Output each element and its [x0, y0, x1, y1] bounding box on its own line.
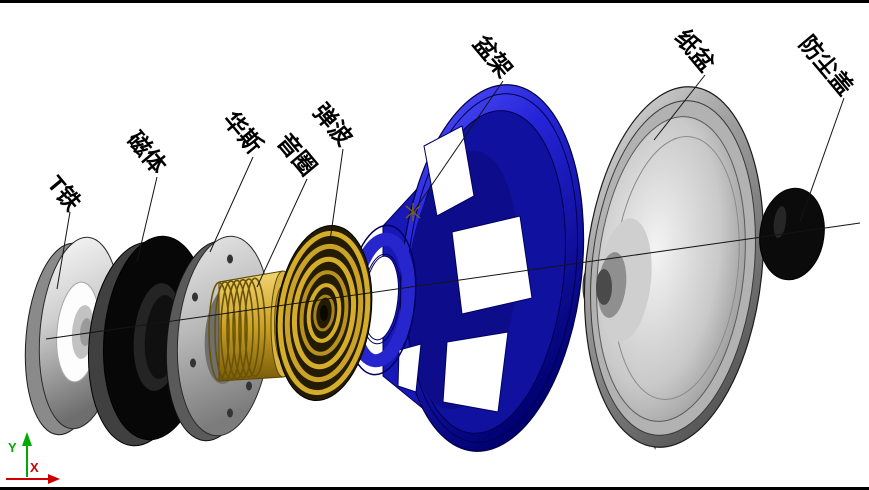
label-paper-cone: 纸盆	[670, 25, 720, 78]
basket-window	[397, 343, 422, 393]
spider-center-hole	[320, 305, 328, 321]
dust-cap-dome	[759, 187, 825, 281]
label-voice-coil: 音圈	[272, 129, 321, 181]
leader-t-iron	[56, 211, 71, 290]
coil-rib	[214, 280, 236, 381]
label-washer: 华斯	[218, 107, 267, 159]
paper-cone-part	[582, 86, 765, 450]
point-marker-line	[405, 205, 421, 219]
top-frame-border	[0, 0, 869, 3]
label-t-iron: T铁	[42, 171, 86, 216]
ucs-icon: Y X	[6, 432, 60, 484]
x-axis-arrow	[48, 474, 60, 484]
coil-rib	[244, 277, 266, 378]
bolt-hole	[227, 408, 233, 418]
leader-washer	[209, 156, 254, 253]
label-dust-cap: 防尘盖	[794, 31, 858, 101]
dust-cap-highlight	[773, 206, 787, 238]
bottom-frame-border	[0, 487, 869, 490]
basket-window	[451, 215, 533, 315]
y-axis-arrow	[22, 432, 32, 446]
spider-ring	[299, 270, 349, 356]
bolt-hole	[246, 381, 252, 391]
bolt-hole	[227, 254, 233, 264]
leader-basket	[413, 80, 504, 212]
label-magnet: 磁体	[122, 127, 172, 180]
leader-spider	[329, 148, 344, 242]
leader-paper-cone	[653, 74, 706, 141]
cone-throat-hole	[596, 269, 612, 305]
x-axis-label: X	[30, 460, 39, 475]
label-spider: 弹波	[308, 99, 358, 152]
coil-rib	[220, 280, 242, 380]
spider-part	[275, 224, 373, 402]
label-basket: 盆架	[468, 31, 517, 83]
basket-part	[345, 84, 585, 452]
center-axis-line	[45, 222, 861, 340]
spider-ring	[313, 294, 335, 332]
leader-magnet	[136, 176, 158, 263]
leader-voice-coil	[256, 178, 308, 288]
point-marker	[405, 203, 421, 221]
bolt-hole	[192, 292, 198, 302]
spider-ring	[277, 230, 371, 396]
y-axis-label: Y	[8, 440, 17, 455]
dust-cap-part	[759, 187, 825, 281]
basket-window	[442, 331, 509, 413]
coil-rib	[226, 279, 248, 380]
spider-ring	[291, 256, 357, 370]
cone-inner-surface	[596, 116, 746, 422]
bolt-hole	[190, 358, 196, 368]
coil-rib	[208, 281, 230, 382]
spider-ring	[306, 283, 342, 343]
basket-window	[423, 125, 475, 217]
leader-dust-cap	[799, 97, 845, 223]
coil-rib	[238, 278, 260, 378]
coil-rib	[232, 278, 254, 379]
spider-ring	[284, 243, 364, 383]
